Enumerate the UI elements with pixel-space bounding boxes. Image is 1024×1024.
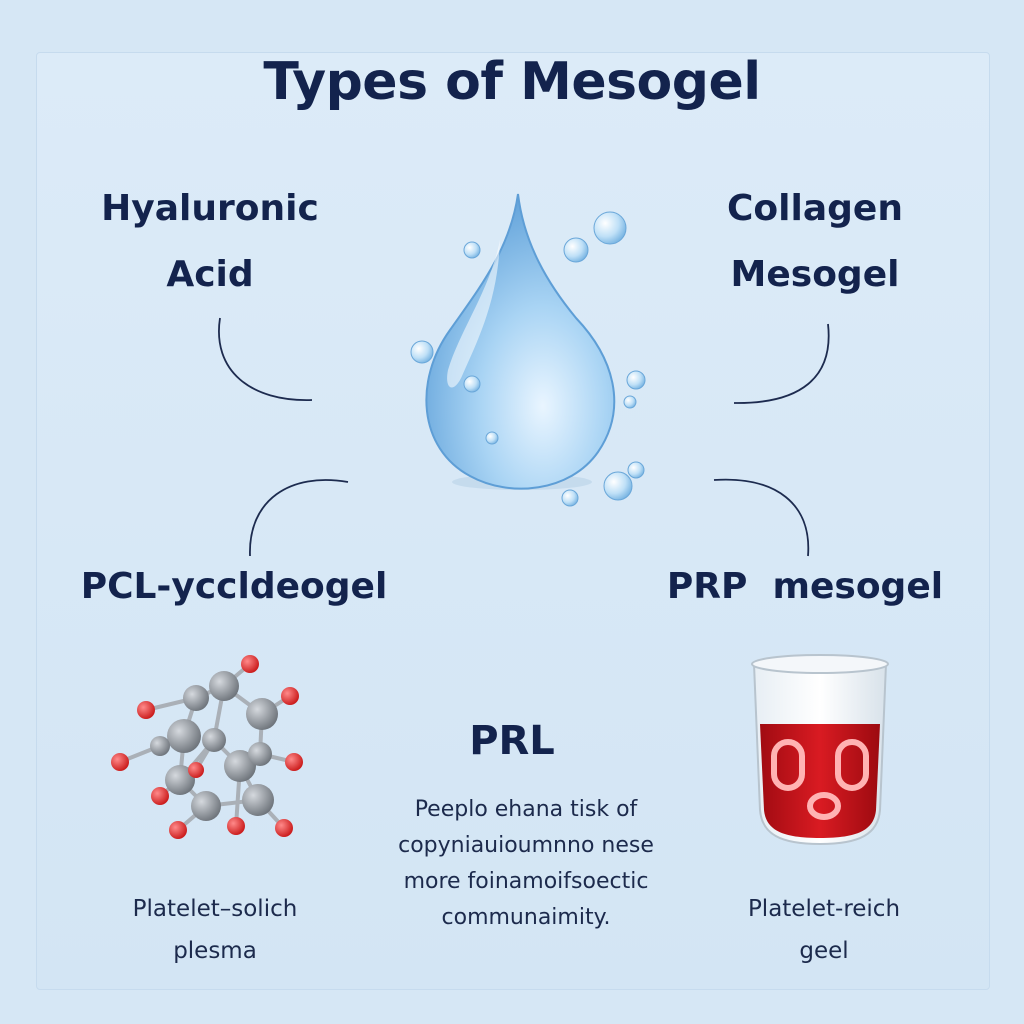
atom <box>183 685 209 711</box>
atom <box>248 742 272 766</box>
bubble <box>593 211 627 245</box>
caption-line: geel <box>799 938 849 964</box>
atom <box>242 784 274 816</box>
atom <box>188 762 204 778</box>
center-text-line: Peeplo ehana tisk of <box>414 797 638 822</box>
atom <box>169 821 187 839</box>
label-line: Collagen <box>727 188 903 229</box>
atom <box>281 687 299 705</box>
jar-gel <box>760 724 880 838</box>
atom <box>224 750 256 782</box>
atom <box>150 736 170 756</box>
atom <box>209 671 239 701</box>
atom <box>227 817 245 835</box>
blood-tube-icon <box>751 654 889 846</box>
gel-cell <box>835 739 869 791</box>
bubble <box>561 489 579 507</box>
connector-top-left <box>218 317 313 401</box>
bubble <box>603 471 633 501</box>
bubble <box>627 461 645 479</box>
atom <box>202 728 226 752</box>
atom <box>246 698 278 730</box>
connector-bottom-left <box>249 479 349 557</box>
bubble <box>410 340 434 364</box>
bubble <box>563 237 589 263</box>
label-pcl-mesogel: PCL-yccldeogel <box>80 566 388 607</box>
atom <box>275 819 293 837</box>
caption-line: Platelet–solich <box>132 896 298 922</box>
connector-bottom-right <box>713 478 810 557</box>
atom <box>111 753 129 771</box>
atom <box>167 719 201 753</box>
label-line: Hyaluronic <box>101 188 319 229</box>
bubble <box>626 370 646 390</box>
label-line: Acid <box>166 254 254 295</box>
center-text-line: copyniauioumnno nese <box>398 833 654 858</box>
caption-right: Platelet-reich geel <box>714 888 934 972</box>
bubble <box>485 431 499 445</box>
label-line: Mesogel <box>730 254 900 295</box>
bubble <box>463 375 481 393</box>
caption-line: Platelet-reich <box>747 896 901 922</box>
center-text: Peeplo ehana tisk of copyniauioumnno nes… <box>376 792 676 936</box>
water-drop-icon <box>410 193 646 507</box>
label-collagen-mesogel: Collagen Mesogel <box>690 176 940 308</box>
caption-line: plesma <box>173 938 257 964</box>
center-text-line: more foinamoifsoectic <box>403 869 649 894</box>
molecule-icon <box>111 655 303 839</box>
center-text-line: communaimity. <box>441 905 611 930</box>
label-hyaluronic-acid: Hyaluronic Acid <box>80 176 340 308</box>
jar-rim <box>751 654 889 674</box>
label-prp-mesogel: PRP mesogel <box>666 566 944 607</box>
center-heading: PRL <box>469 718 555 764</box>
caption-left: Platelet–solich plesma <box>100 888 330 972</box>
gel-cell <box>807 792 841 820</box>
connector-top-right <box>733 323 830 404</box>
drop-highlight <box>447 240 500 388</box>
atom <box>137 701 155 719</box>
atom <box>165 765 195 795</box>
bubble <box>463 241 481 259</box>
atom <box>191 791 221 821</box>
atom <box>285 753 303 771</box>
atom <box>151 787 169 805</box>
page-title: Types of Mesogel <box>263 52 761 112</box>
gel-cell <box>771 739 805 791</box>
drop-body <box>425 193 616 490</box>
atom <box>241 655 259 673</box>
bubble <box>623 395 637 409</box>
